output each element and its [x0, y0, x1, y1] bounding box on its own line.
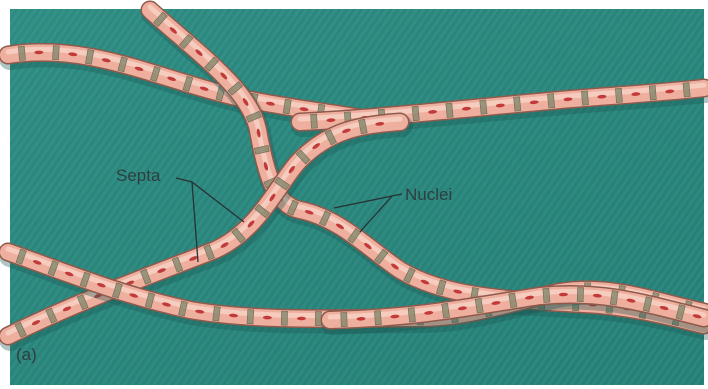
septum	[480, 100, 487, 115]
septum	[577, 287, 584, 301]
septum	[52, 46, 59, 60]
septum	[412, 106, 419, 120]
septum	[315, 312, 321, 326]
septum	[408, 308, 415, 323]
septum	[514, 97, 521, 112]
septum	[374, 311, 381, 325]
septum	[543, 288, 550, 302]
nuclei-label: Nuclei	[405, 185, 452, 204]
septum	[213, 307, 221, 322]
septum	[547, 94, 554, 108]
septum	[18, 46, 25, 60]
septum	[649, 86, 656, 100]
septum	[446, 103, 453, 118]
septum	[281, 311, 287, 325]
septum	[341, 312, 348, 326]
panel-label: (a)	[16, 345, 37, 364]
septa-label: Septa	[116, 166, 161, 185]
septum	[683, 83, 690, 98]
septum	[311, 114, 318, 128]
septum	[615, 88, 622, 102]
septum	[581, 91, 588, 105]
septum	[247, 310, 254, 324]
